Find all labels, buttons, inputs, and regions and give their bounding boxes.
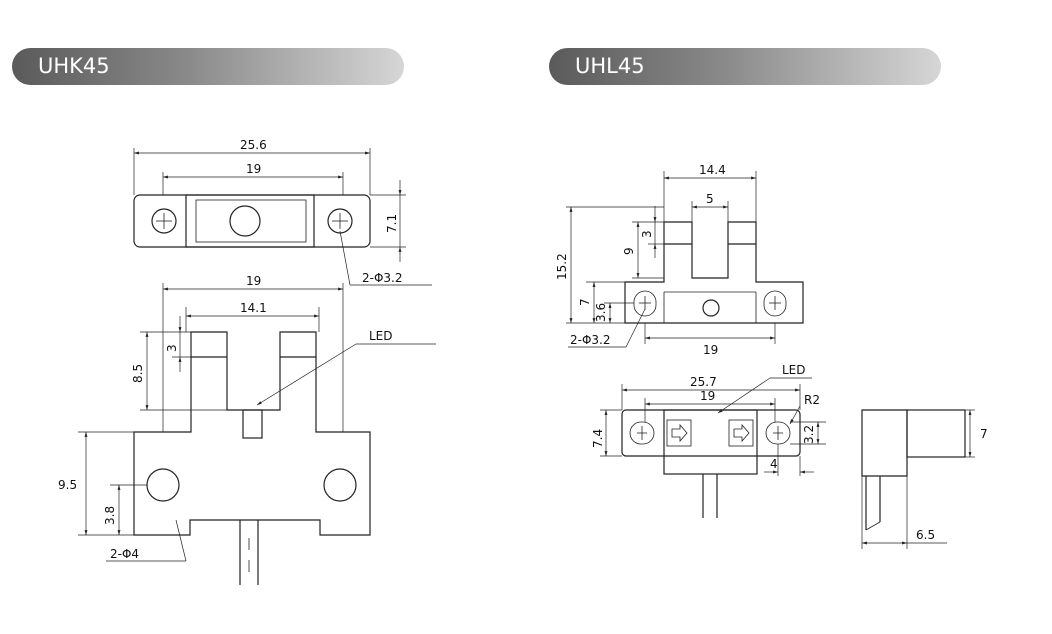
uhl45-front-hole-label: 2-Φ3.2 [570,333,611,347]
uhl45-front-view [566,171,804,348]
uhl45-front-bottom-width: 19 [703,343,718,357]
uhl45-front-hole-height: 3.6 [594,303,608,322]
uhl45-front-total-height: 15.2 [555,253,569,280]
uhl45-front-top-width: 14.4 [699,163,726,177]
uhk45-top-overall-width: 25.6 [240,138,267,152]
uhl45-front-arm-height: 9 [622,247,636,255]
uhl45-top-slot-offset: 4 [770,457,778,471]
uhk45-front-hole-height: 3.8 [103,506,117,525]
uhk45-top-height: 7.1 [385,214,399,233]
uhk45-top-inner-width: 19 [246,162,261,176]
uhl45-title: UHL45 [575,54,645,78]
uhk45-title: UHK45 [38,54,110,78]
uhk45-front-view [78,283,436,585]
uhl45-led-label: LED [782,363,806,377]
uhk45-front-body-height: 9.5 [58,478,77,492]
uhk45-top-hole-label: 2-Φ3.2 [362,271,403,285]
uhl45-top-slot-height: 3.2 [802,425,816,444]
uhl45-side-height: 7 [980,427,988,441]
uhl45-top-inner-width: 19 [700,389,715,403]
uhl45-front-slot-width: 5 [706,192,714,206]
uhk45-title-bar: UHK45 [12,48,404,85]
uhl45-side-view [861,409,975,549]
uhk45-front-arm-height: 8.5 [131,364,145,383]
uhl45-radius-label: R2 [804,393,820,407]
uhk45-front-slot-width: 14.1 [240,301,267,315]
uhk45-front-top-width: 19 [246,274,261,288]
uhk45-top-view [133,148,432,286]
uhl45-top-view [600,377,826,518]
uhk45-led-label: LED [369,329,393,343]
uhk45-front-hole-label: 2-Φ4 [110,547,139,561]
uhl45-front-body-height: 7 [578,298,592,306]
uhl45-side-width: 6.5 [916,528,935,542]
uhk45-front-step: 3 [165,344,179,352]
uhl45-top-overall-width: 25.7 [690,375,717,389]
uhl45-front-step: 3 [640,230,654,238]
uhl45-title-bar: UHL45 [549,48,941,85]
uhl45-top-height: 7.4 [591,429,605,448]
